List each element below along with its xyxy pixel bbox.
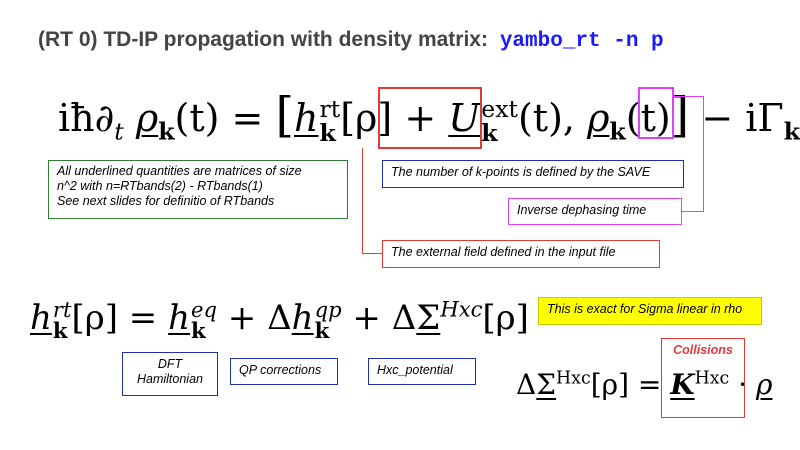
note-exact: This is exact for Sigma linear in rho bbox=[538, 297, 762, 325]
sigma-equation: ΔΣHxc[ρ] = KHxc · ρ bbox=[516, 368, 773, 401]
connector-pink-bottom bbox=[682, 211, 704, 212]
u-ext: U bbox=[448, 96, 481, 140]
connector-red-vertical bbox=[362, 148, 363, 254]
collisions-box bbox=[661, 338, 745, 418]
note-dephasing: Inverse dephasing time bbox=[508, 198, 682, 225]
u-ext-highlight bbox=[378, 87, 482, 149]
title-text: (RT 0) TD-IP propagation with density ma… bbox=[38, 28, 488, 51]
command-text: yambo_rt -n p bbox=[499, 30, 664, 53]
gamma-highlight bbox=[638, 87, 674, 139]
note-external-field: The external field defined in the input … bbox=[382, 240, 660, 268]
gamma-k: Γ bbox=[757, 96, 784, 140]
label-hxc-potential: Hxc_potential bbox=[368, 358, 476, 385]
note-underlined-quantities: All underlined quantities are matrices o… bbox=[48, 160, 348, 219]
h-rt: h bbox=[294, 96, 319, 140]
label-dft-hamiltonian: DFT Hamiltonian bbox=[122, 352, 218, 396]
note-kpoints: The number of k-points is defined by the… bbox=[382, 160, 684, 188]
collisions-label: Collisions bbox=[673, 343, 733, 357]
connector-red-horizontal bbox=[362, 253, 382, 254]
connector-pink-vertical bbox=[703, 96, 704, 212]
connector-pink-horizontal bbox=[674, 96, 704, 97]
label-qp-corrections: QP corrections bbox=[230, 358, 338, 385]
rho-k: ρ bbox=[135, 96, 159, 140]
slide-title: (RT 0) TD-IP propagation with density ma… bbox=[38, 28, 664, 53]
